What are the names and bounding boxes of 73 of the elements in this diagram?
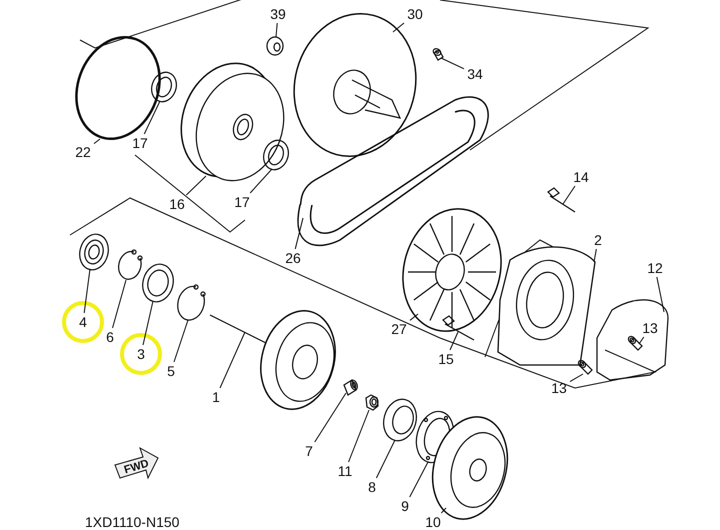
bolt-drawing [442,315,475,341]
nut-drawing [266,36,284,56]
callout-number: 6 [100,329,120,345]
leader-line [84,268,90,314]
leader-line [250,168,272,194]
callout-number: 5 [161,363,181,379]
bolt-drawing [547,187,576,213]
oil-seal-drawing [151,72,177,102]
callout-number: 26 [283,250,303,266]
oil-seal-drawing [263,140,289,170]
o-ring-drawing [75,36,161,140]
leader-line [142,300,154,346]
leader-line [562,186,576,204]
leader-line [409,462,428,498]
callout-number: 9 [395,498,415,514]
leader-line [570,374,584,382]
leader-line [410,314,418,321]
needle-bearing-drawing [343,379,358,396]
leader-line [186,176,206,196]
circlip-drawing [177,284,206,321]
leader-line [376,440,396,478]
callout-number: 34 [465,66,485,82]
leader-line [294,218,304,250]
leader-line [440,508,446,514]
crankcase-cover-drawing [497,246,596,366]
nut-drawing [365,394,379,411]
callout-number: 17 [130,135,150,151]
fwd-sign-text: FWD [122,458,150,476]
callout-number: 14 [571,169,591,185]
leader-line [348,410,370,462]
callout-number: 7 [299,443,319,459]
callout-number: 10 [423,514,443,530]
pulley-sheave-drawing [180,62,284,182]
callout-number: 16 [167,196,187,212]
leader-line [144,100,160,134]
callout-number: 27 [389,321,409,337]
one-way-clutch-drawing [383,398,417,442]
leader-line [392,22,404,32]
leader-line [594,248,597,262]
leader-line [174,320,188,362]
v-belt-drawing [297,96,489,246]
callout-number: 22 [73,144,93,160]
bearing-drawing [142,264,174,302]
callout-number: 3 [131,346,151,362]
callout-number: 11 [335,463,355,479]
callout-number: 8 [362,479,382,495]
dowel-pin-drawing [628,336,643,351]
circlip-drawing [118,249,143,280]
clutch-housing-drawing [210,310,336,410]
leader-line [450,332,458,350]
leader-line [638,336,644,344]
bearing-drawing [79,234,109,270]
leader-line [314,392,346,442]
callout-number: 30 [405,6,425,22]
callout-number: 1 [206,389,226,405]
callout-number: 39 [268,6,288,22]
leader-line [94,138,100,144]
leader-line [656,276,664,312]
gasket-drawing [596,299,669,381]
callout-number: 13 [549,380,569,396]
leader-line [276,22,278,38]
callout-number: 15 [436,351,456,367]
collar-drawing [432,48,444,61]
callout-number: 17 [232,194,252,210]
leader-line [112,280,126,328]
callout-number: 13 [640,320,660,336]
leader-line [440,58,464,70]
dowel-pin-drawing [578,360,593,375]
callout-number: 2 [588,232,608,248]
leader-line [220,332,246,388]
part-code: 1XD1110-N150 [85,514,180,530]
callout-number: 12 [645,260,665,276]
callout-number: 4 [73,314,93,330]
